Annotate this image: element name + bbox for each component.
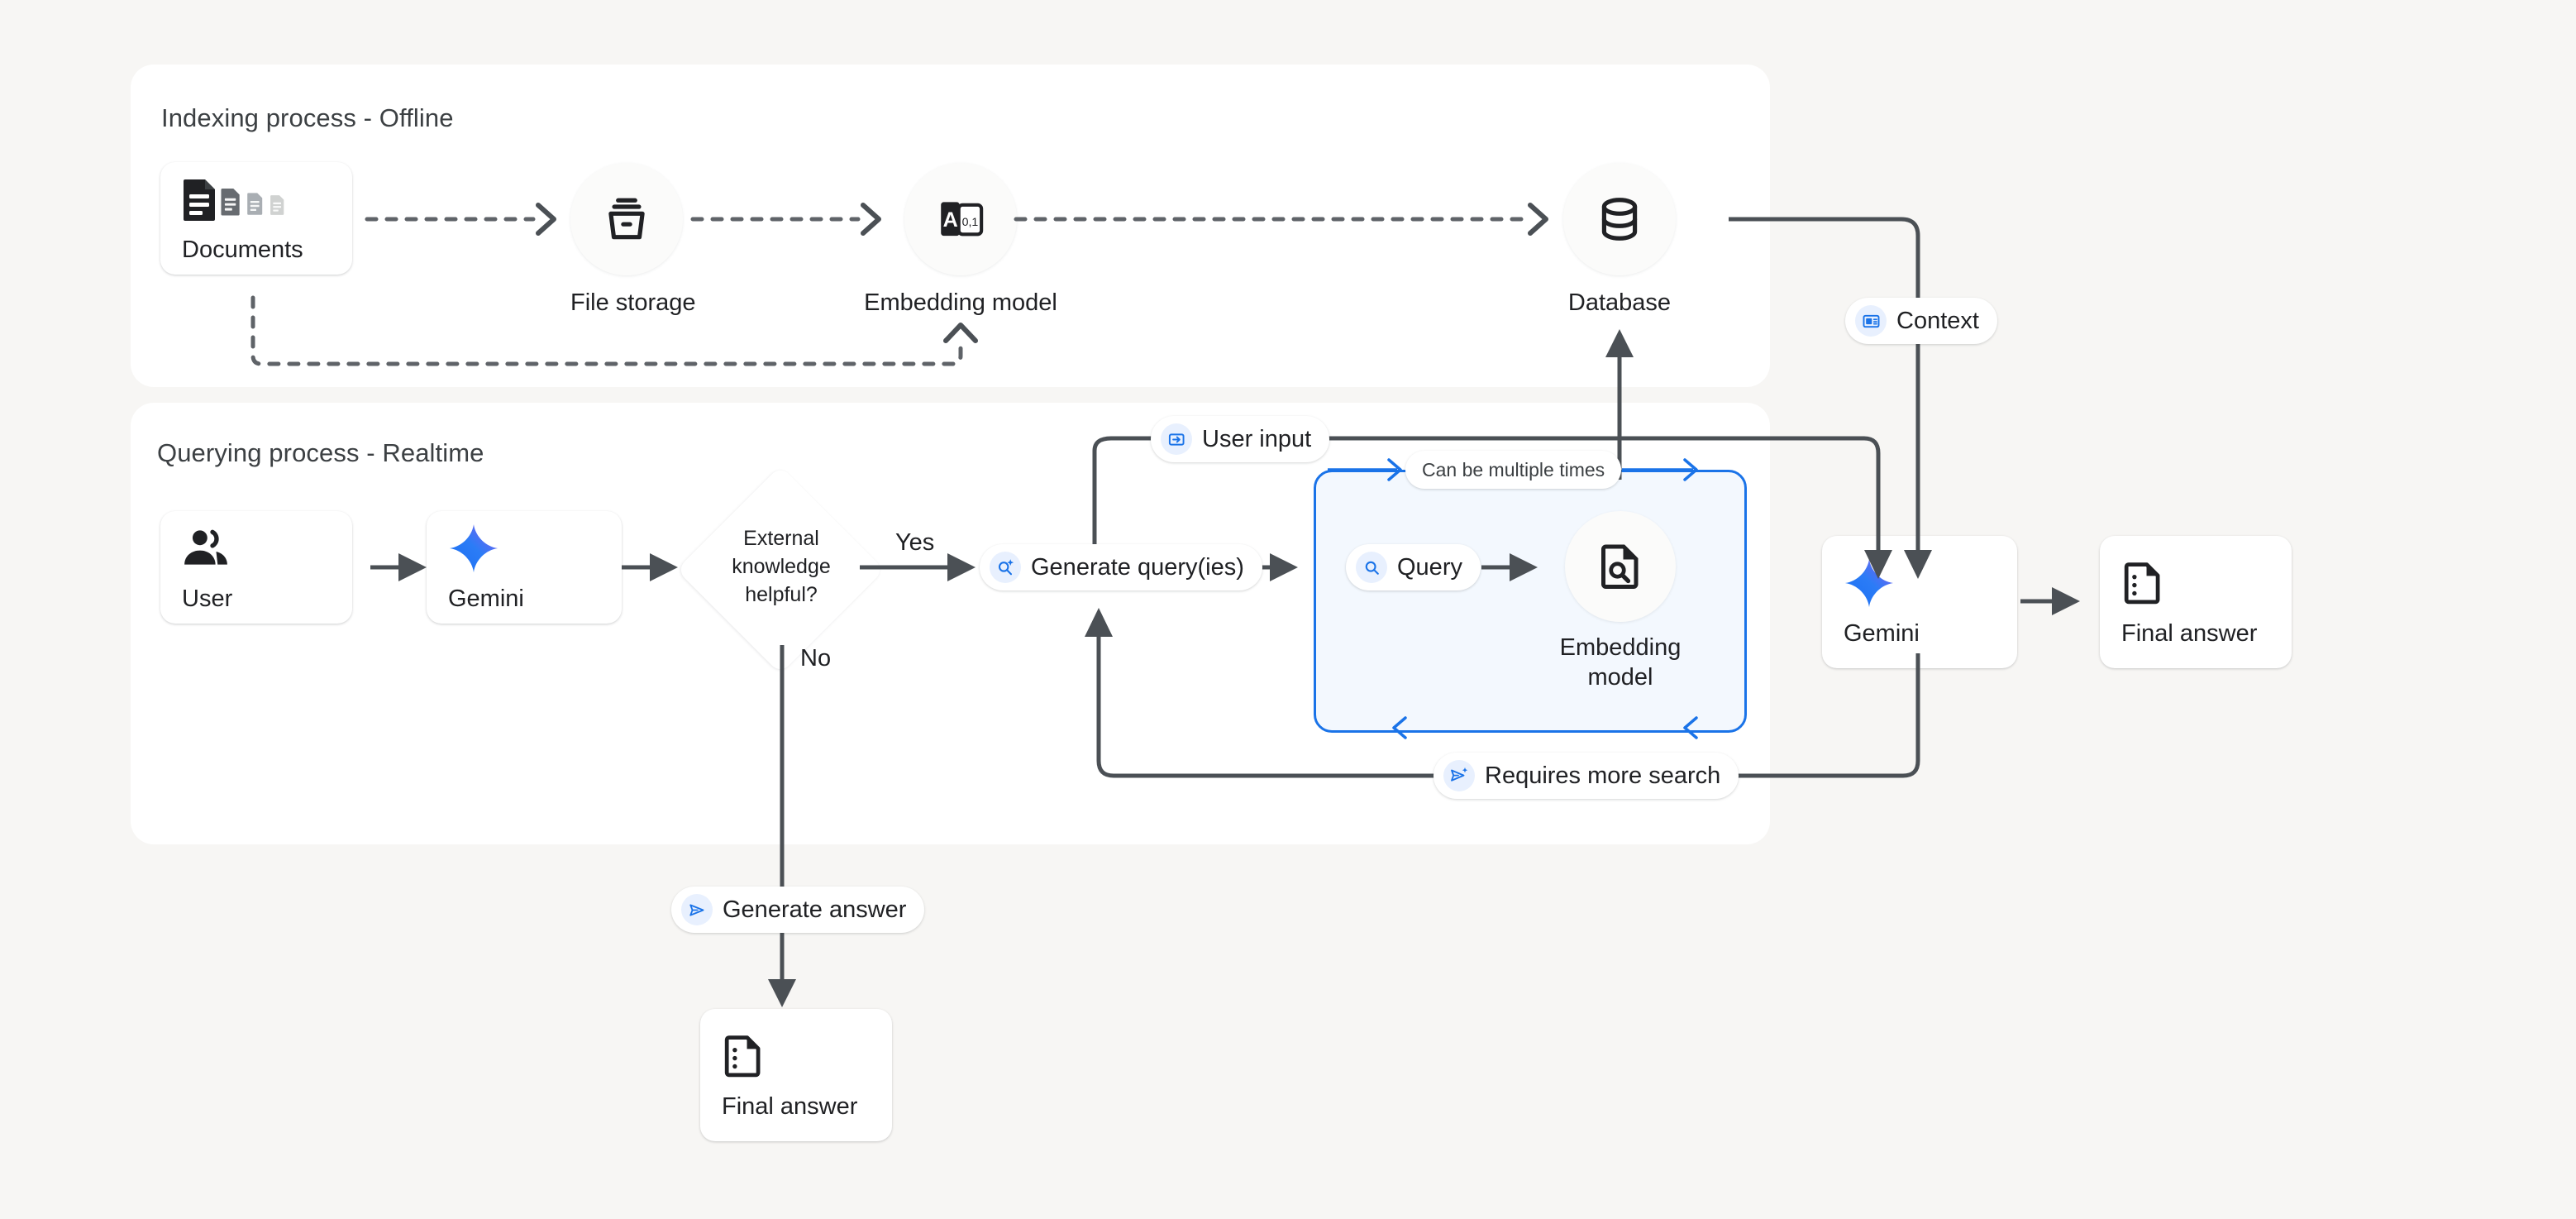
- node-final-answer-right-label: Final answer: [2121, 619, 2258, 647]
- node-embedding-model[interactable]: 0,1 A: [904, 163, 1017, 275]
- document-search-icon: [1601, 544, 1639, 589]
- node-documents-label: Documents: [182, 236, 303, 263]
- database-icon: [1601, 198, 1638, 241]
- node-decision-label: External knowledge helpful?: [732, 527, 831, 606]
- badge-context[interactable]: Context: [1845, 298, 1997, 344]
- badge-user-input[interactable]: User input: [1151, 416, 1330, 462]
- node-documents[interactable]: Documents: [160, 162, 352, 275]
- badge-requires-more-search-label: Requires more search: [1485, 762, 1721, 789]
- send-sparkle-icon: [1443, 760, 1475, 791]
- file-storage-icon: [608, 198, 645, 240]
- node-loop-embedding-model[interactable]: [1565, 511, 1676, 622]
- badge-user-input-label: User input: [1202, 425, 1312, 452]
- article-icon: [1855, 305, 1887, 337]
- text-to-vector-icon: 0,1 A: [941, 202, 984, 237]
- node-file-storage[interactable]: [570, 163, 683, 275]
- badge-query-label: Query: [1397, 553, 1462, 581]
- node-user-label: User: [182, 585, 233, 612]
- badge-loop-note: Can be multiple times: [1405, 451, 1622, 489]
- search-icon: [1356, 552, 1387, 583]
- multi-search-loop-region: [1314, 470, 1747, 733]
- badge-context-label: Context: [1896, 307, 1979, 334]
- gemini-sparkle-icon: [448, 523, 499, 574]
- badge-query[interactable]: Query: [1346, 544, 1481, 590]
- svg-text:A: A: [943, 208, 958, 232]
- svg-text:0,1: 0,1: [962, 216, 979, 229]
- documents-icon: [182, 174, 298, 225]
- panel-querying-title: Querying process - Realtime: [157, 438, 484, 467]
- node-loop-embedding-model-label: Embedding model: [1559, 634, 1682, 691]
- node-gemini[interactable]: Gemini: [427, 511, 622, 624]
- badge-requires-more-search[interactable]: Requires more search: [1433, 753, 1739, 799]
- node-gemini-final-label: Gemini: [1844, 619, 1920, 647]
- badge-generate-query-label: Generate query(ies): [1031, 553, 1244, 581]
- edge-label-no: No: [800, 645, 832, 672]
- search-sparkle-icon: [990, 552, 1021, 583]
- node-file-storage-label: File storage: [570, 289, 696, 316]
- badge-generate-query[interactable]: Generate query(ies): [980, 544, 1262, 590]
- node-final-answer-bottom-label: Final answer: [722, 1092, 858, 1120]
- answer-doc-icon: [722, 1030, 765, 1082]
- input-arrow-icon: [1161, 423, 1192, 455]
- badge-loop-note-label: Can be multiple times: [1422, 458, 1605, 480]
- node-final-answer-bottom[interactable]: Final answer: [700, 1009, 892, 1141]
- panel-indexing-title: Indexing process - Offline: [161, 103, 454, 132]
- user-group-icon: [182, 523, 230, 574]
- send-icon: [681, 894, 713, 925]
- node-database[interactable]: [1563, 163, 1676, 275]
- badge-generate-answer-label: Generate answer: [723, 896, 907, 923]
- badge-generate-answer[interactable]: Generate answer: [671, 887, 925, 933]
- node-user[interactable]: User: [160, 511, 352, 624]
- node-database-label: Database: [1567, 289, 1672, 316]
- edge-label-yes: Yes: [895, 529, 935, 556]
- node-final-answer-right[interactable]: Final answer: [2100, 536, 2292, 668]
- node-gemini-label: Gemini: [448, 585, 524, 612]
- gemini-sparkle-icon: [1844, 557, 1895, 609]
- node-embedding-model-label: Embedding model: [864, 289, 1057, 316]
- answer-doc-icon: [2121, 557, 2164, 609]
